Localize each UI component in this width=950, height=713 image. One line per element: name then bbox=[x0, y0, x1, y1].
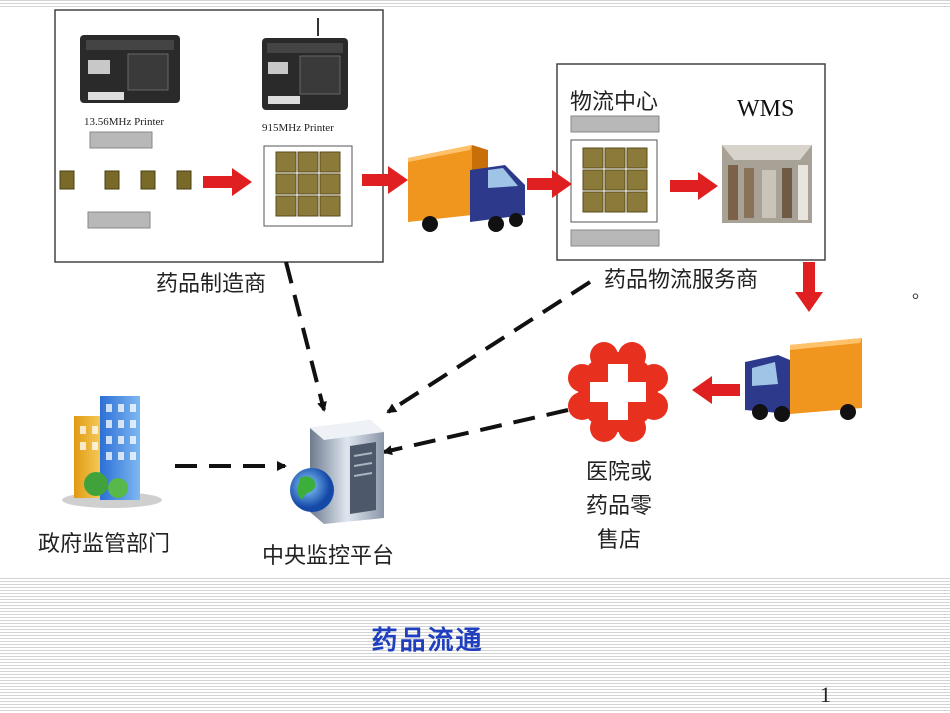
manufacturer-label: 药品制造商 bbox=[156, 272, 267, 297]
government-building-icon bbox=[62, 396, 162, 508]
printer-1-label: 13.56MHz Printer bbox=[84, 116, 165, 128]
logistics-center-label: 物流中心 bbox=[570, 90, 659, 115]
printer-2-label: 915MHz Printer bbox=[262, 122, 334, 134]
truck-2-icon bbox=[745, 338, 862, 422]
label-strip-1 bbox=[89, 131, 153, 149]
diagram-caption: 药品流通 bbox=[371, 626, 484, 656]
logistics-provider-label: 药品物流服务商 bbox=[604, 268, 759, 293]
top-stripe-band bbox=[0, 0, 950, 8]
label-strip-2 bbox=[87, 211, 151, 229]
wms-label: WMS bbox=[737, 96, 795, 122]
retail-label-line-2: 药品零 bbox=[586, 494, 653, 519]
bottom-stripe-band bbox=[0, 578, 950, 713]
dashed-arrows bbox=[175, 261, 592, 471]
government-label: 政府监管部门 bbox=[38, 532, 171, 557]
printer-1-icon bbox=[80, 35, 180, 103]
warehouse-image bbox=[722, 145, 812, 223]
red-arrows bbox=[203, 166, 823, 404]
retail-label-line-3: 售店 bbox=[597, 528, 642, 553]
hospital-cross-icon bbox=[568, 342, 668, 442]
central-server-icon bbox=[290, 420, 384, 524]
retail-label-line-1: 医院或 bbox=[586, 460, 653, 485]
tag-grid-2 bbox=[570, 139, 658, 223]
central-platform-label: 中央监控平台 bbox=[262, 544, 395, 569]
printer-2-icon bbox=[262, 18, 348, 110]
center-strip-top bbox=[570, 115, 660, 133]
page-number: 1 bbox=[820, 682, 831, 707]
tag-grid-1 bbox=[263, 145, 353, 227]
center-strip-bottom bbox=[570, 229, 660, 247]
bullet-mark: 。 bbox=[912, 282, 930, 303]
rfid-tags-row bbox=[59, 170, 192, 190]
truck-1-icon bbox=[408, 145, 525, 232]
